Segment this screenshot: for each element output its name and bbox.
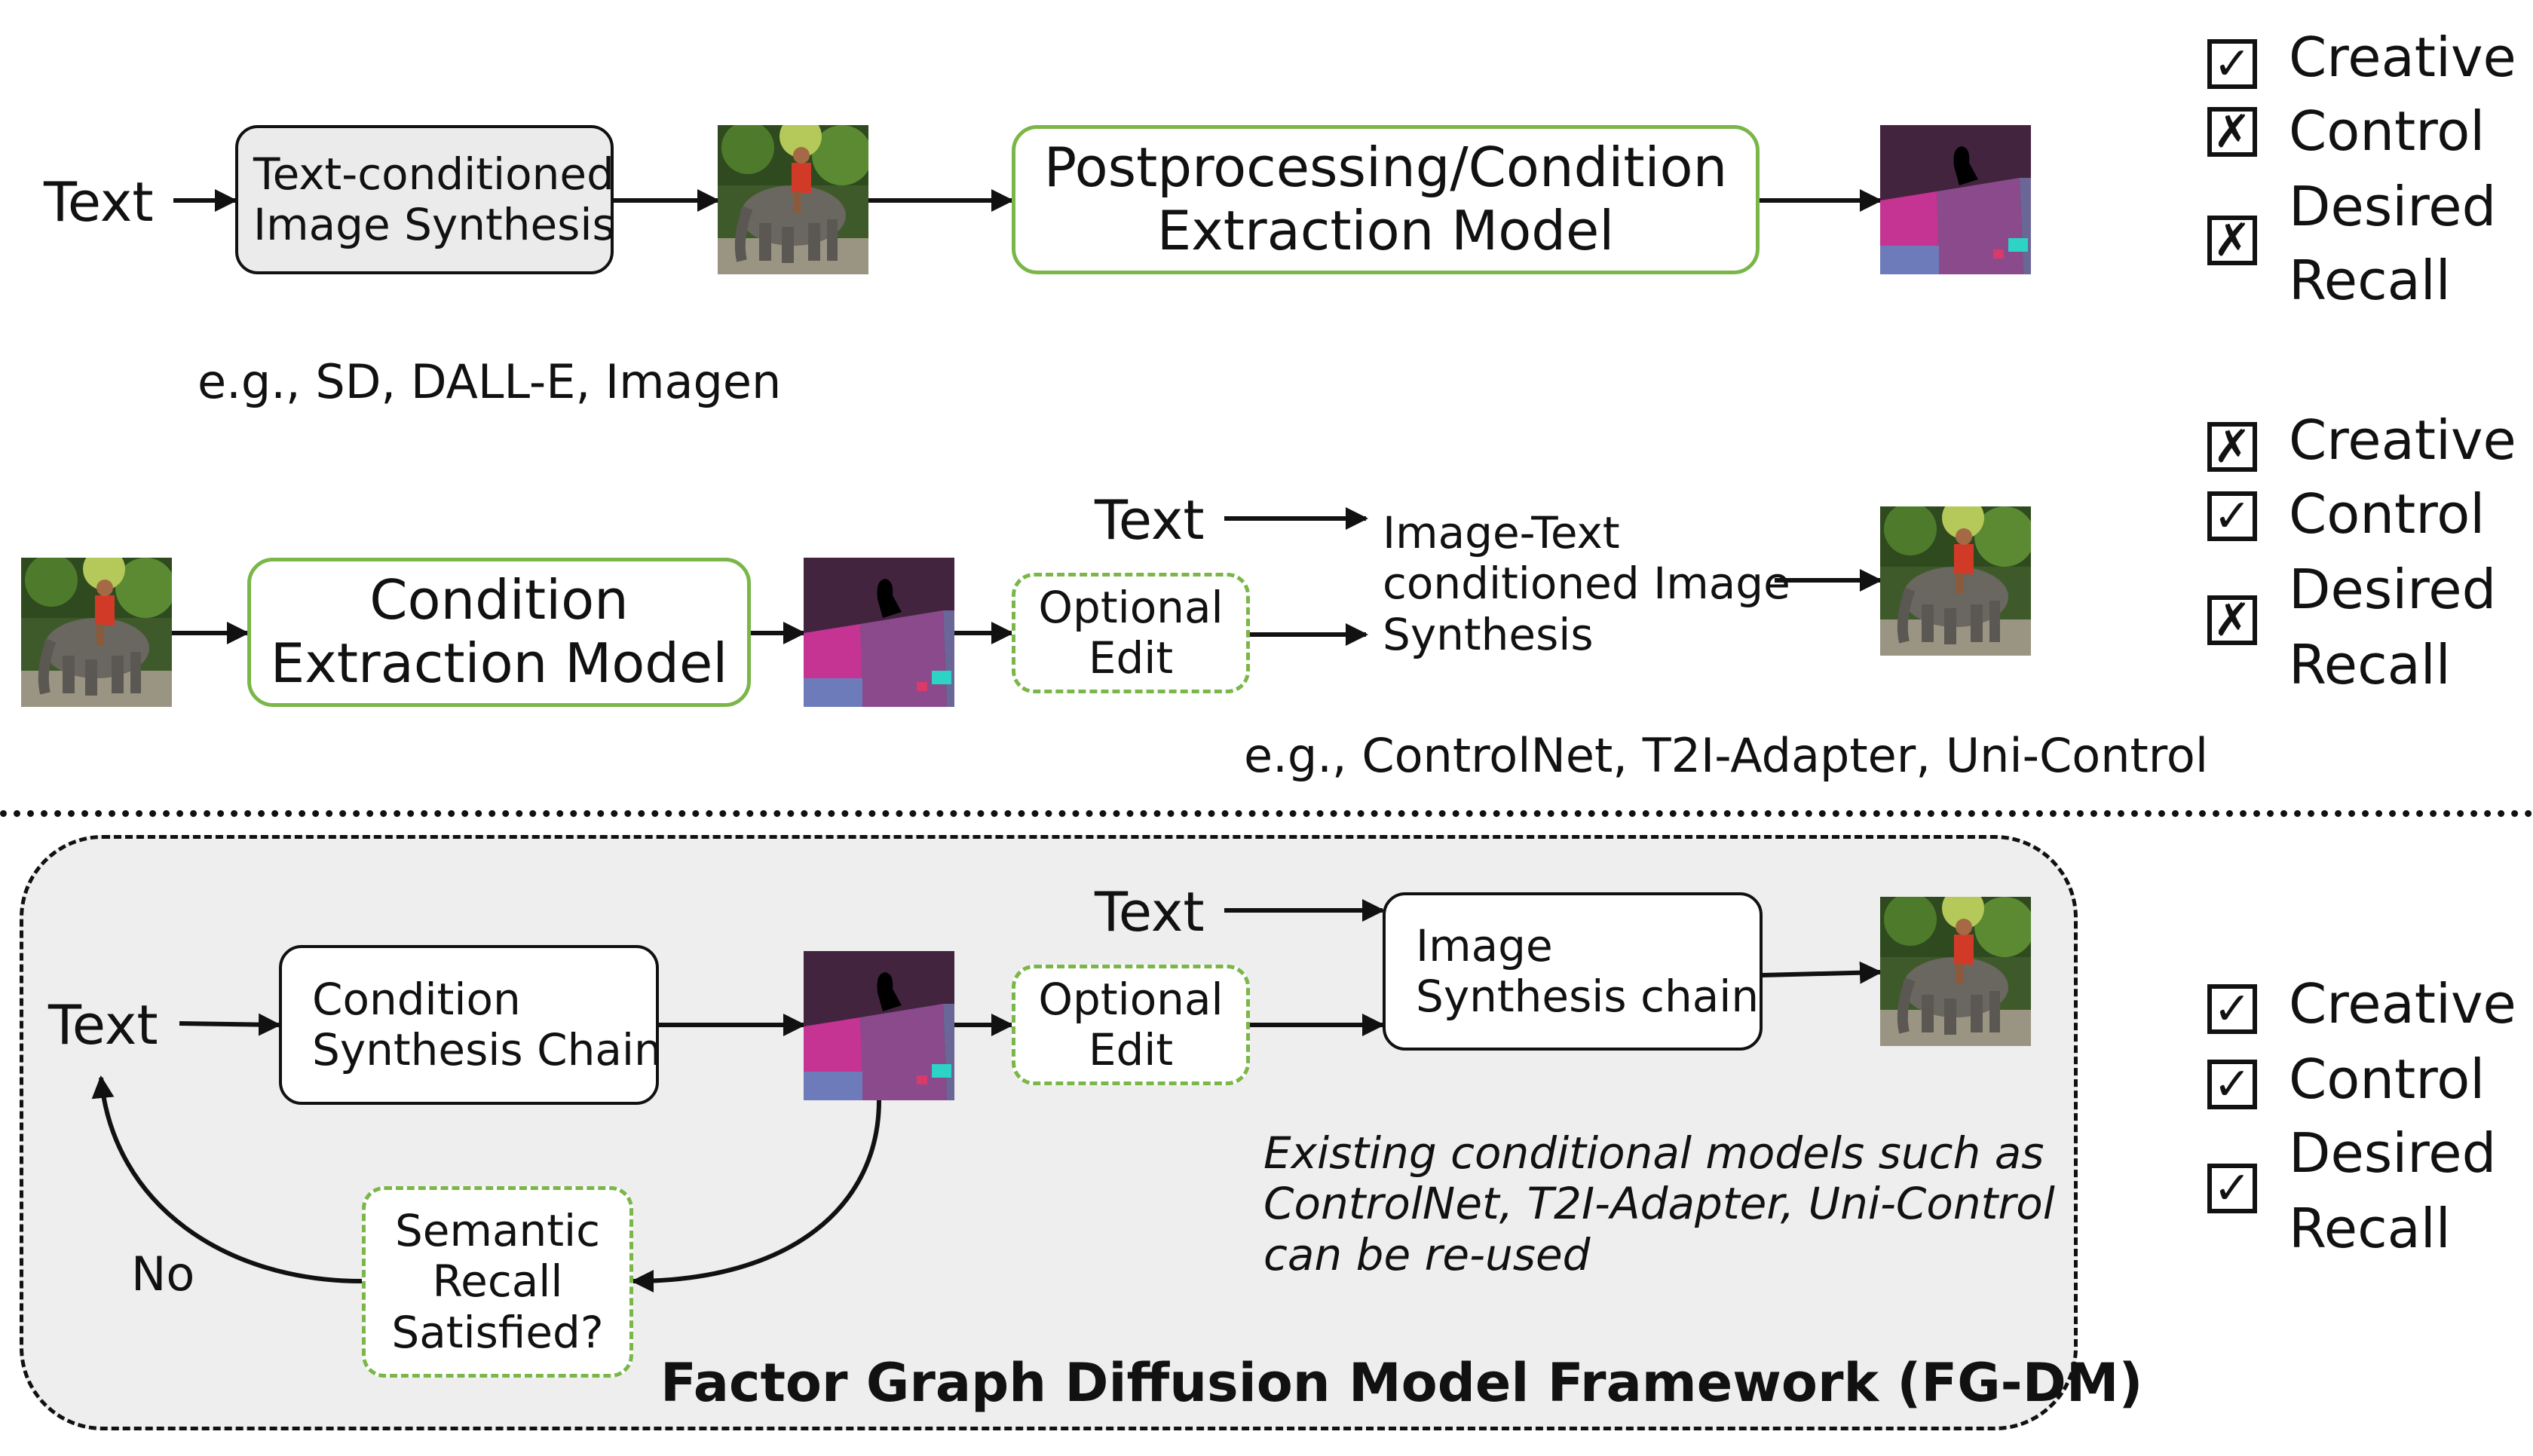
cross-box-icon: ✗ bbox=[2207, 595, 2257, 645]
checklist-label-recall: Recall bbox=[2289, 633, 2451, 696]
arrow-image-chain-to-photo bbox=[1762, 961, 1882, 984]
elephant-photo-icon bbox=[1880, 506, 2031, 656]
optional-edit-box: Optional Edit bbox=[1012, 965, 1250, 1085]
label-line: conditioned Image bbox=[1383, 558, 1790, 610]
label-line: Synthesis bbox=[1383, 608, 1594, 660]
checklist-mark: ✗ bbox=[2213, 421, 2252, 473]
optional-edit-box: Optional Edit bbox=[1012, 573, 1250, 693]
checklist-label-control: Control bbox=[2289, 482, 2486, 546]
checklist-mark: ✓ bbox=[2213, 983, 2252, 1035]
checklist-label-recall: Recall bbox=[2289, 249, 2451, 312]
checklist-label-desired: Desired bbox=[2289, 175, 2497, 238]
checklist-label-desired: Desired bbox=[2289, 1121, 2497, 1185]
check-box-icon: ✓ bbox=[2207, 39, 2257, 89]
semantic-recall-decision-box: Semantic Recall Satisfied? bbox=[362, 1186, 633, 1378]
cross-box-icon: ✗ bbox=[2207, 422, 2257, 472]
box-line: Synthesis Chain bbox=[312, 1024, 662, 1075]
check-box-icon: ✓ bbox=[2207, 491, 2257, 541]
row3-text-label: Text bbox=[1095, 880, 1205, 944]
box-line: Image Synthesis bbox=[253, 199, 615, 250]
checklist-mark: ✓ bbox=[2213, 38, 2252, 90]
segmentation-map-icon bbox=[804, 951, 954, 1100]
note-line: Existing conditional models such as bbox=[1263, 1127, 2044, 1179]
box-line: Satisfied? bbox=[391, 1306, 604, 1358]
box-line: Image bbox=[1416, 919, 1553, 971]
label-line: Image-Text bbox=[1383, 507, 1620, 559]
section-divider bbox=[0, 810, 2533, 817]
row2-example-note: e.g., ControlNet, T2I-Adapter, Uni-Contr… bbox=[1244, 728, 2209, 783]
elephant-photo-icon bbox=[1880, 897, 2031, 1046]
image-text-synthesis-label: Image-Text conditioned Image Synthesis bbox=[1383, 497, 1790, 671]
box-line: Condition bbox=[369, 568, 629, 632]
checklist-label-creative: Creative bbox=[2289, 26, 2516, 89]
arrow-segmap-to-recall bbox=[631, 1100, 881, 1292]
box-line: Postprocessing/Condition bbox=[1043, 136, 1728, 200]
box-line: Edit bbox=[1088, 632, 1174, 684]
cross-box-icon: ✗ bbox=[2207, 107, 2257, 157]
elephant-photo-icon bbox=[21, 558, 172, 707]
box-line: Edit bbox=[1088, 1024, 1174, 1075]
row3-input-text: Text bbox=[48, 993, 158, 1057]
check-box-icon: ✓ bbox=[2207, 984, 2257, 1034]
box-line: Extraction Model bbox=[1156, 199, 1615, 262]
checklist-label-creative: Creative bbox=[2289, 972, 2516, 1035]
condition-extraction-box: Condition Extraction Model bbox=[247, 558, 751, 707]
note-line: can be re-used bbox=[1263, 1228, 1591, 1280]
box-line: Text-conditioned bbox=[253, 148, 614, 200]
note-line: ControlNet, T2I-Adapter, Uni-Control bbox=[1263, 1178, 2055, 1230]
segmentation-map-icon bbox=[804, 558, 954, 707]
checklist-label-control: Control bbox=[2289, 1048, 2486, 1111]
check-box-icon: ✓ bbox=[2207, 1060, 2257, 1109]
checklist-mark: ✓ bbox=[2213, 1162, 2252, 1215]
checklist-label-creative: Creative bbox=[2289, 408, 2516, 472]
box-line: Condition bbox=[312, 973, 521, 1025]
arrow-recall-feedback-to-text bbox=[91, 1075, 363, 1283]
box-line: Extraction Model bbox=[270, 632, 728, 695]
box-line: Recall bbox=[432, 1256, 563, 1308]
condition-synthesis-chain-box: Condition Synthesis Chain bbox=[279, 945, 662, 1105]
image-synthesis-chain-box: Image Synthesis chain bbox=[1383, 892, 1763, 1051]
row1-input-text: Text bbox=[44, 170, 154, 234]
row2-text-label: Text bbox=[1095, 488, 1205, 552]
cross-box-icon: ✗ bbox=[2207, 216, 2257, 265]
segmentation-map-icon bbox=[1880, 125, 2031, 274]
feedback-no-label: No bbox=[131, 1246, 195, 1302]
checklist-mark: ✗ bbox=[2213, 214, 2252, 267]
checklist-mark: ✗ bbox=[2213, 594, 2252, 647]
checklist-label-control: Control bbox=[2289, 99, 2486, 163]
elephant-photo-icon bbox=[718, 125, 868, 274]
checklist-mark: ✓ bbox=[2213, 490, 2252, 543]
checklist-mark: ✗ bbox=[2213, 106, 2252, 158]
reuse-note: Existing conditional models such as Cont… bbox=[1263, 1114, 2055, 1295]
checklist-mark: ✓ bbox=[2213, 1058, 2252, 1111]
box-line: Optional bbox=[1038, 581, 1224, 633]
text-conditioned-synthesis-box: Text-conditioned Image Synthesis bbox=[235, 125, 615, 274]
checklist-label-desired: Desired bbox=[2289, 558, 2497, 621]
check-box-icon: ✓ bbox=[2207, 1164, 2257, 1213]
box-line: Semantic bbox=[394, 1205, 601, 1257]
arrow-text-to-condition-chain bbox=[179, 1013, 281, 1036]
framework-title: Factor Graph Diffusion Model Framework (… bbox=[660, 1352, 2143, 1414]
row1-example-note: e.g., SD, DALL-E, Imagen bbox=[198, 354, 782, 409]
checklist-label-recall: Recall bbox=[2289, 1197, 2451, 1260]
box-line: Synthesis chain bbox=[1416, 971, 1760, 1022]
box-line: Optional bbox=[1038, 973, 1224, 1025]
postprocessing-extraction-box: Postprocessing/Condition Extraction Mode… bbox=[1012, 125, 1760, 274]
